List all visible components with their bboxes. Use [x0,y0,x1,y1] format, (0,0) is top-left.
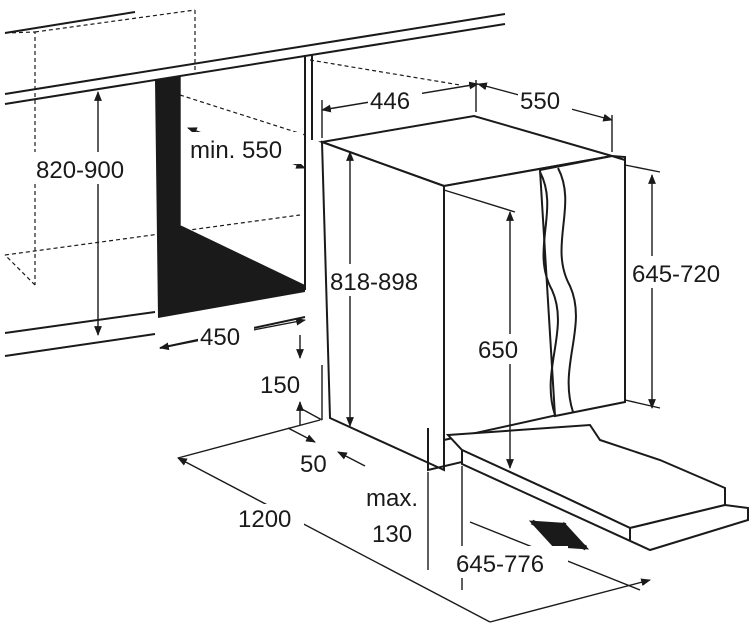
label-niche-width: 450 [200,324,240,351]
label-door-height: 645-720 [632,261,720,288]
dimension-labels: 820-900 min. 550 450 446 550 818-898 645… [34,86,740,578]
label-top-depth: 550 [520,88,560,115]
label-door-open: 645-776 [456,551,544,578]
label-total-depth: 1200 [238,506,291,533]
label-plinth-setback: 50 [300,451,327,478]
label-top-width: 446 [370,88,410,115]
dimension-lines [94,80,661,623]
label-plinth-height: 150 [260,372,300,399]
label-niche-height: 820-900 [36,157,124,184]
niche-side-panel [155,76,305,318]
label-unit-height: 818-898 [330,269,418,296]
label-max-value: 130 [372,521,412,548]
label-max: max. [366,485,418,512]
label-inner-height: 650 [478,337,518,364]
label-niche-depth-min: min. 550 [190,137,282,164]
